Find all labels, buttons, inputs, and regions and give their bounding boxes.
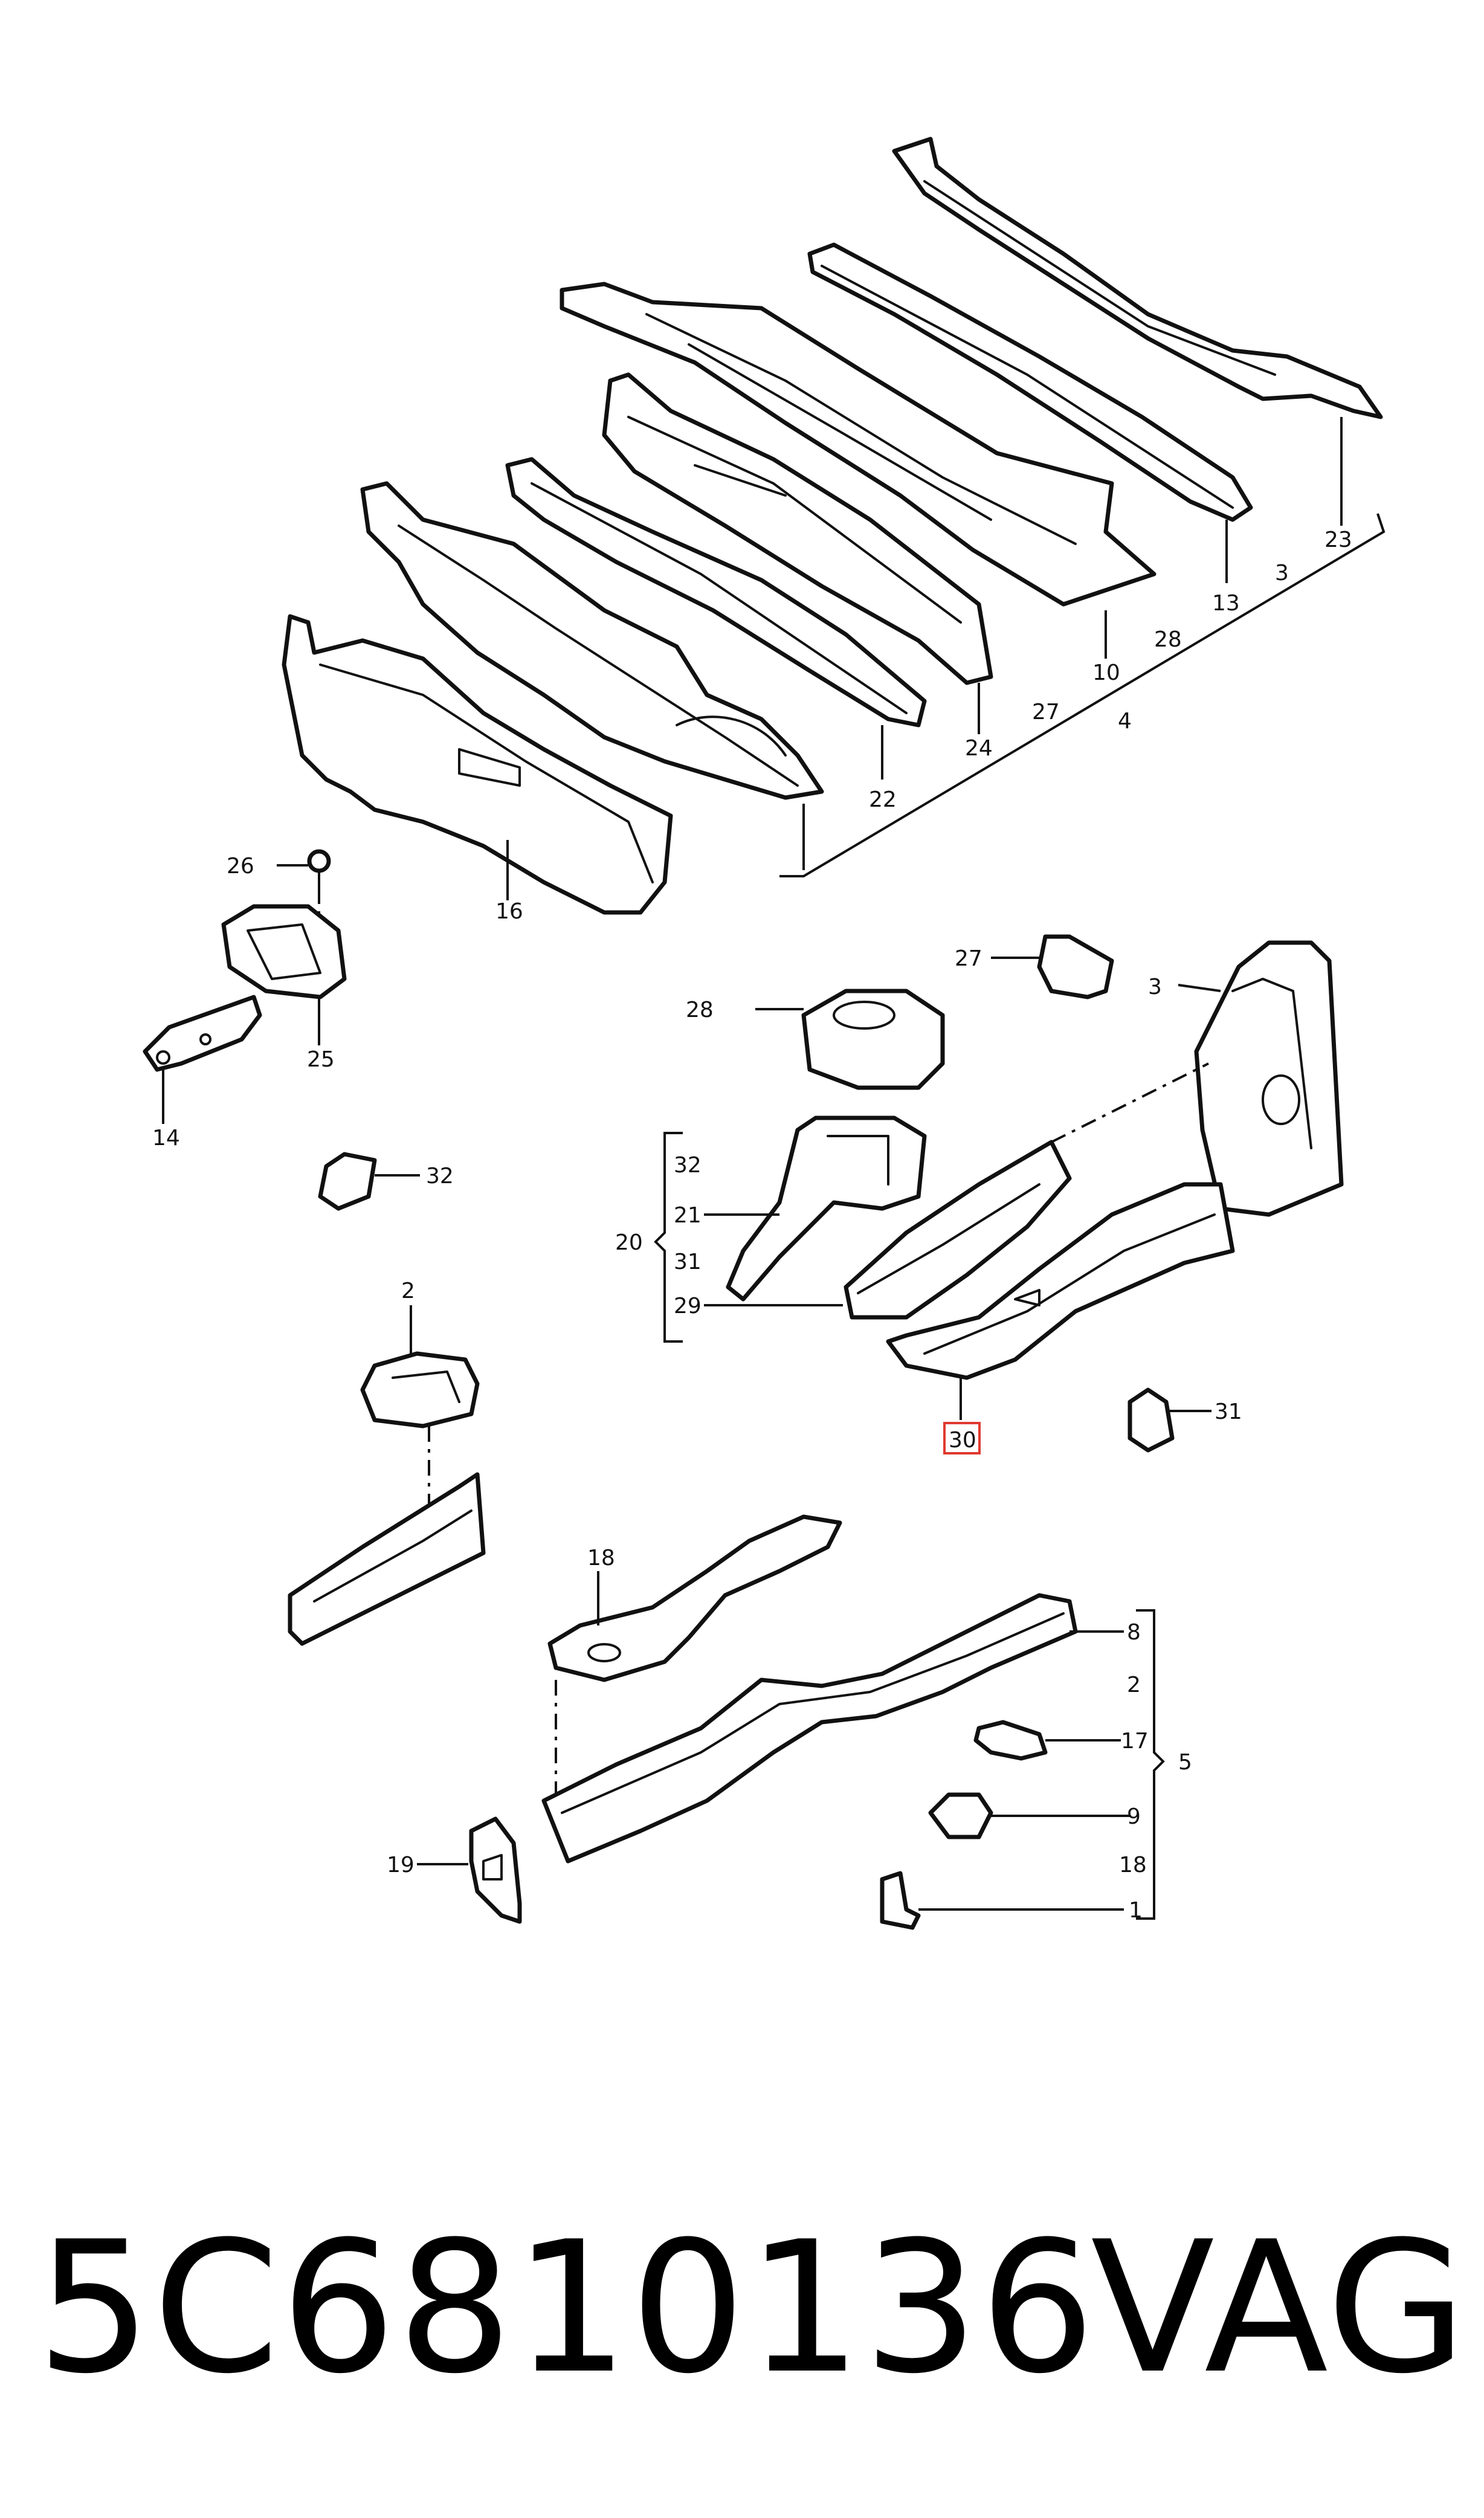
callout-18-right: 18 [1119,1853,1147,1877]
part-number: 5C6810136 [36,2203,1097,2413]
callout-32-left: 32 [426,1164,454,1189]
callout-8: 8 [1127,1620,1141,1645]
callout-13: 13 [1212,591,1240,616]
part-28-housing [801,989,945,1090]
part-21-rail [726,1115,927,1302]
callout-labels: 23 3 13 28 10 27 4 24 22 16 26 25 14 32 … [152,528,1352,1923]
part-31-clip-right [1128,1387,1175,1453]
part-32-clip-left [318,1152,377,1211]
callout-2-right: 2 [1127,1673,1141,1697]
part-25-mount [221,904,347,999]
callout-5: 5 [1178,1750,1192,1775]
part-1-bracket [880,1871,921,1930]
callout-17: 17 [1121,1729,1149,1754]
callout-4: 4 [1118,709,1132,734]
callout-29: 29 [674,1294,702,1319]
callout-31-right: 31 [1215,1399,1242,1424]
callout-9: 9 [1127,1804,1141,1829]
part-22-panel [505,457,927,728]
callout-1: 1 [1129,1898,1143,1923]
part-16-bulkhead [282,614,673,915]
callout-2-top: 2 [401,1279,415,1303]
bracket-5 [1136,1609,1165,1920]
part-10-panel [560,282,1157,607]
part-17-bracket [973,1720,1048,1761]
callout-23: 23 [1324,528,1352,552]
callout-30: 30 [949,1428,976,1453]
callout-24: 24 [965,736,993,761]
callout-18-top: 18 [587,1546,615,1571]
top-assembly-leaders [506,417,1386,900]
callout-16: 16 [495,899,523,924]
part-2-bracket [360,1351,480,1428]
part-3-pillar [1194,940,1344,1217]
callout-30-highlight [943,1422,981,1454]
part-27-bracket [1037,934,1114,999]
callout-28-top: 28 [1154,627,1182,652]
callout-20: 20 [615,1230,643,1255]
part-30-rail-highlighted [886,1182,1235,1380]
callout-27-top: 27 [1032,700,1060,725]
brand-label: VAG [1091,2203,1468,2413]
bracket-20 [654,1132,683,1343]
callout-25: 25 [307,1047,335,1072]
callout-27-mid: 27 [955,946,982,971]
callout-22: 22 [869,787,897,812]
part-23-crossmember [892,137,1383,419]
part-18-bracket [547,1514,842,1682]
part-26-bolt [307,849,331,889]
part-19-plate [469,1816,522,1924]
callout-21: 21 [674,1203,702,1228]
part-14-bracket [143,995,262,1072]
callout-19: 19 [387,1853,415,1877]
callout-10: 10 [1092,660,1120,685]
part-panel-large [360,481,824,800]
callout-26: 26 [227,854,254,879]
callout-14: 14 [152,1126,180,1151]
part-13-member [807,242,1253,522]
part-rail-section-left [288,1472,486,1646]
callout-32-right: 32 [674,1153,702,1178]
footer: 5C6810136 VAG [0,2200,1484,2453]
part-9-mount [928,1792,993,1839]
callout-3-top: 3 [1275,561,1289,586]
callout-3-mid: 3 [1148,975,1162,999]
callout-28-mid: 28 [686,998,714,1022]
part-24-panel [602,372,993,685]
part-29-member [844,1140,1072,1320]
callout-31-left: 31 [674,1250,702,1274]
